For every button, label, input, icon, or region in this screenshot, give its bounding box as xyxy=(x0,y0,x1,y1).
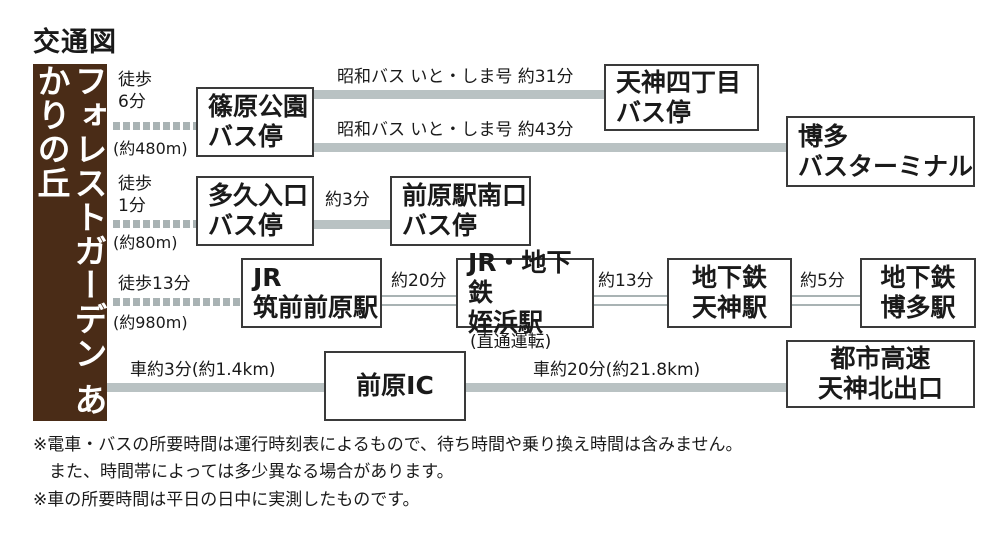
walk-1-distance: (約480m) xyxy=(113,139,188,158)
car-line-3 xyxy=(107,383,324,392)
walk-1-time: 6分 xyxy=(118,92,146,112)
stop-maebaru-south-name: 前原駅南口 xyxy=(402,181,528,210)
stop-maebaru-south: 前原駅南口 バス停 xyxy=(390,176,531,246)
station-subway-hakata-name: 博多駅 xyxy=(880,293,956,322)
car-line-20 xyxy=(466,383,786,392)
stop-hakata-bus-terminal: 博多 バスターミナル xyxy=(786,116,975,187)
walk-label-2: 徒歩 1分 xyxy=(118,173,152,217)
tenjin-kita-exit: 都市高速 天神北出口 xyxy=(786,340,975,408)
rail-line-20 xyxy=(382,295,456,306)
stop-maebaru-south-type: バス停 xyxy=(402,211,478,240)
walk-3-time: 徒歩13分 xyxy=(118,274,191,294)
stop-tenjin4-name: 天神四丁目 xyxy=(616,67,742,97)
rail-label-5: 約5分 xyxy=(800,271,845,291)
route-line-bus-3 xyxy=(314,220,390,229)
stop-takuiriguchi-type: バス停 xyxy=(208,211,284,240)
stop-takuiriguchi: 多久入口 バス停 xyxy=(196,176,314,246)
rail-line-13 xyxy=(594,295,667,306)
stop-shinohara-name: 篠原公園 xyxy=(208,92,309,121)
station-subway-tenjin: 地下鉄 天神駅 xyxy=(667,258,792,328)
walk-label-1: 徒歩 6分 xyxy=(118,69,152,113)
walk-2-time: 1分 xyxy=(118,196,146,216)
note-transit-times: ※電車・バスの所要時間は運行時刻表によるもので、待ち時間や乗り換え時間は含みませ… xyxy=(33,435,743,455)
walk-1-mode: 徒歩 xyxy=(118,70,152,90)
origin-block: フォレストガーデン あかりの丘 xyxy=(32,64,108,421)
rail-label-20: 約20分 xyxy=(391,271,447,291)
station-meinohama-line: JR・地下鉄 xyxy=(468,248,572,307)
stop-shinohara-park: 篠原公園 バス停 xyxy=(196,87,314,157)
station-chikuzen-maebaru-name: 筑前前原駅 xyxy=(253,293,379,322)
maebaru-ic-name: 前原IC xyxy=(356,371,434,400)
route-label-bus-31: 昭和バス いと・しま号 約31分 xyxy=(337,67,574,87)
station-jr-chikuzen-maebaru: JR 筑前前原駅 xyxy=(241,258,382,328)
station-subway-hakata: 地下鉄 博多駅 xyxy=(860,258,976,328)
note-car-times: ※車の所要時間は平日の日中に実測したものです。 xyxy=(33,490,420,510)
maebaru-ic: 前原IC xyxy=(324,351,466,421)
station-subway-hakata-line: 地下鉄 xyxy=(880,263,956,292)
stop-hakata-bt-name: 博多 xyxy=(798,121,849,151)
stop-hakata-bt-type: バスターミナル xyxy=(798,151,974,181)
stop-shinohara-type: バス停 xyxy=(208,122,284,151)
note-time-variation: また、時間帯によっては多少異なる場合があります。 xyxy=(49,462,454,482)
station-subway-tenjin-line: 地下鉄 xyxy=(691,263,767,292)
station-subway-tenjin-name: 天神駅 xyxy=(691,293,767,322)
route-line-bus-43 xyxy=(314,143,786,152)
walk-path-1 xyxy=(113,122,196,130)
walk-label-3: 徒歩13分 xyxy=(118,273,191,295)
walk-path-3 xyxy=(113,298,241,306)
station-meinohama-name: 姪浜駅 xyxy=(468,308,544,337)
station-meinohama: JR・地下鉄 姪浜駅 xyxy=(456,248,594,337)
stop-takuiriguchi-name: 多久入口 xyxy=(208,181,309,210)
stop-tenjin4-type: バス停 xyxy=(616,97,692,127)
route-label-bus-43: 昭和バス いと・しま号 約43分 xyxy=(337,120,574,140)
car-label-20: 車約20分(約21.8km) xyxy=(533,360,701,380)
walk-path-2 xyxy=(113,220,196,228)
station-jr-line: JR xyxy=(253,263,282,292)
rail-line-5 xyxy=(792,295,860,306)
walk-2-distance: (約80m) xyxy=(113,233,178,252)
tenjin-exit-name: 天神北出口 xyxy=(817,374,943,403)
walk-3-distance: (約980m) xyxy=(113,313,188,332)
tenjin-exit-highway: 都市高速 xyxy=(830,344,931,373)
route-line-bus-31 xyxy=(314,90,604,99)
origin-name: フォレストガーデン あかりの丘 xyxy=(32,64,108,417)
rail-label-13: 約13分 xyxy=(598,271,654,291)
page-title: 交通図 xyxy=(33,27,117,58)
car-label-3: 車約3分(約1.4km) xyxy=(130,360,276,380)
walk-2-mode: 徒歩 xyxy=(118,174,152,194)
stop-tenjin-4chome: 天神四丁目 バス停 xyxy=(604,64,759,131)
route-label-bus-3: 約3分 xyxy=(325,190,370,210)
direct-service-note: (直通運転) xyxy=(470,332,552,352)
